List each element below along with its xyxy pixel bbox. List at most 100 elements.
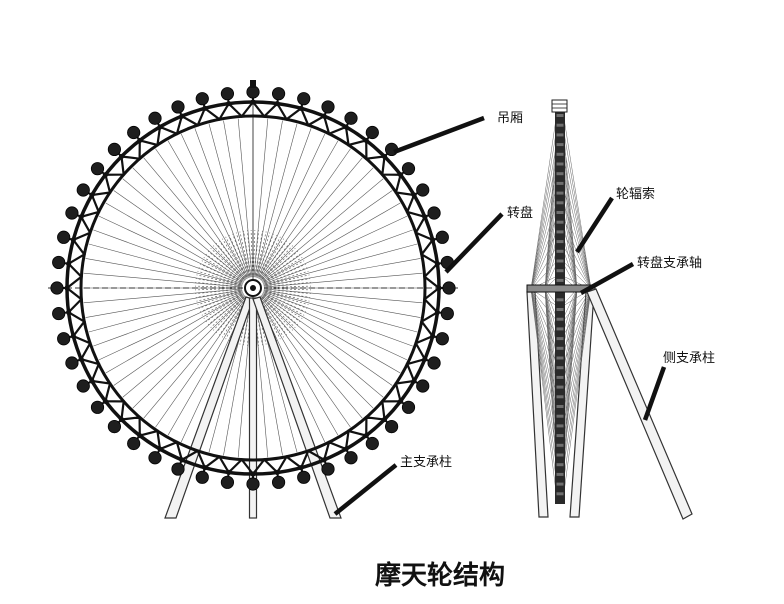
hub-cable xyxy=(225,299,248,340)
spoke-cable xyxy=(263,288,423,304)
hub-cable xyxy=(243,300,252,346)
hub-cable xyxy=(203,294,243,319)
hub-cable xyxy=(254,230,263,276)
spoke-cable xyxy=(237,118,253,278)
gondola xyxy=(416,379,430,393)
gondola xyxy=(556,220,564,224)
spoke-cable xyxy=(88,243,243,286)
hub-cable xyxy=(265,285,311,288)
hub-cable xyxy=(225,236,248,277)
gondola xyxy=(220,475,235,489)
spoke-cable xyxy=(255,123,298,278)
hub-cable xyxy=(257,233,274,276)
gondola xyxy=(556,240,564,244)
hub-cable xyxy=(260,298,288,336)
spoke-cable xyxy=(83,288,243,304)
spoke-cable xyxy=(85,289,243,318)
gondola xyxy=(127,436,141,451)
gondola xyxy=(435,230,449,244)
spoke-cable xyxy=(530,111,558,290)
gondola xyxy=(556,298,564,302)
spoke-cable xyxy=(263,243,418,286)
spoke-cable xyxy=(530,288,558,322)
gondola xyxy=(556,181,564,185)
spoke-cable xyxy=(262,293,401,374)
gondola xyxy=(556,385,564,389)
hub-cable xyxy=(265,291,309,306)
spoke-cable xyxy=(530,186,558,290)
hub-cable xyxy=(258,236,281,277)
spoke-cable xyxy=(562,186,592,290)
spoke-cable xyxy=(562,288,592,396)
gondola xyxy=(246,477,260,491)
hub-cable xyxy=(253,300,260,346)
spoke-cable xyxy=(530,288,558,456)
spoke-cable xyxy=(562,111,592,290)
gondola-group xyxy=(50,85,456,491)
spoke-cable xyxy=(259,157,363,280)
hub-cable xyxy=(239,231,251,276)
spoke-cable xyxy=(262,292,408,361)
gondola xyxy=(556,405,564,408)
spoke-cable xyxy=(167,140,248,279)
gondola xyxy=(171,462,185,476)
hub-cable xyxy=(254,300,263,346)
spoke-cable xyxy=(262,202,401,283)
hub-cable xyxy=(253,230,256,276)
hub-cable xyxy=(255,231,267,276)
spoke-cable xyxy=(113,294,245,386)
hub-cable xyxy=(197,291,241,306)
spoke-cable xyxy=(263,272,423,288)
hub-cable xyxy=(239,300,251,345)
gondola xyxy=(401,162,416,176)
gondola xyxy=(148,111,162,125)
gondola xyxy=(365,125,379,140)
gondola xyxy=(344,111,358,125)
spoke-cable xyxy=(530,141,558,290)
hub-cable xyxy=(264,293,306,313)
leader-turntable xyxy=(444,212,504,274)
hub-cable xyxy=(215,297,246,334)
gondola xyxy=(127,125,141,140)
hub-cable xyxy=(218,240,246,278)
spoke-cable xyxy=(257,133,326,279)
gondola xyxy=(556,162,564,166)
hub-cable xyxy=(246,230,253,276)
hub-cable xyxy=(207,295,244,326)
spoke-cable xyxy=(93,229,243,285)
hub-cable xyxy=(262,250,299,281)
gondola xyxy=(556,366,564,370)
gondola xyxy=(344,451,358,465)
spoke-cable xyxy=(562,231,592,290)
hub-cable xyxy=(195,288,241,291)
hub-cable xyxy=(265,292,308,309)
hub-cable xyxy=(258,235,278,277)
hub-cable xyxy=(265,274,310,286)
gondola xyxy=(556,356,564,360)
gondola xyxy=(556,201,564,205)
hub-cable xyxy=(195,278,241,287)
spoke-cable xyxy=(83,272,243,288)
spoke-cable xyxy=(132,295,246,409)
label-side-support-column: 侧支承柱 xyxy=(663,351,715,366)
hub-cable xyxy=(259,238,284,278)
gondola xyxy=(556,492,564,496)
gondola xyxy=(76,379,90,393)
hub-cable xyxy=(200,263,242,283)
hub-cable xyxy=(195,285,241,288)
gondola xyxy=(107,419,122,434)
spoke-cable xyxy=(530,156,558,290)
hub-cable xyxy=(207,250,244,281)
main-support-leg-center xyxy=(248,297,258,519)
gondola xyxy=(52,255,66,270)
leader-main-support-column xyxy=(333,463,398,516)
gondola xyxy=(556,143,564,147)
spoke-cable xyxy=(562,288,592,351)
spoke-cable xyxy=(530,126,558,290)
spoke-cable xyxy=(194,128,250,278)
spoke-cable xyxy=(122,178,245,282)
gondola xyxy=(365,436,379,451)
hub-cable xyxy=(262,248,296,280)
